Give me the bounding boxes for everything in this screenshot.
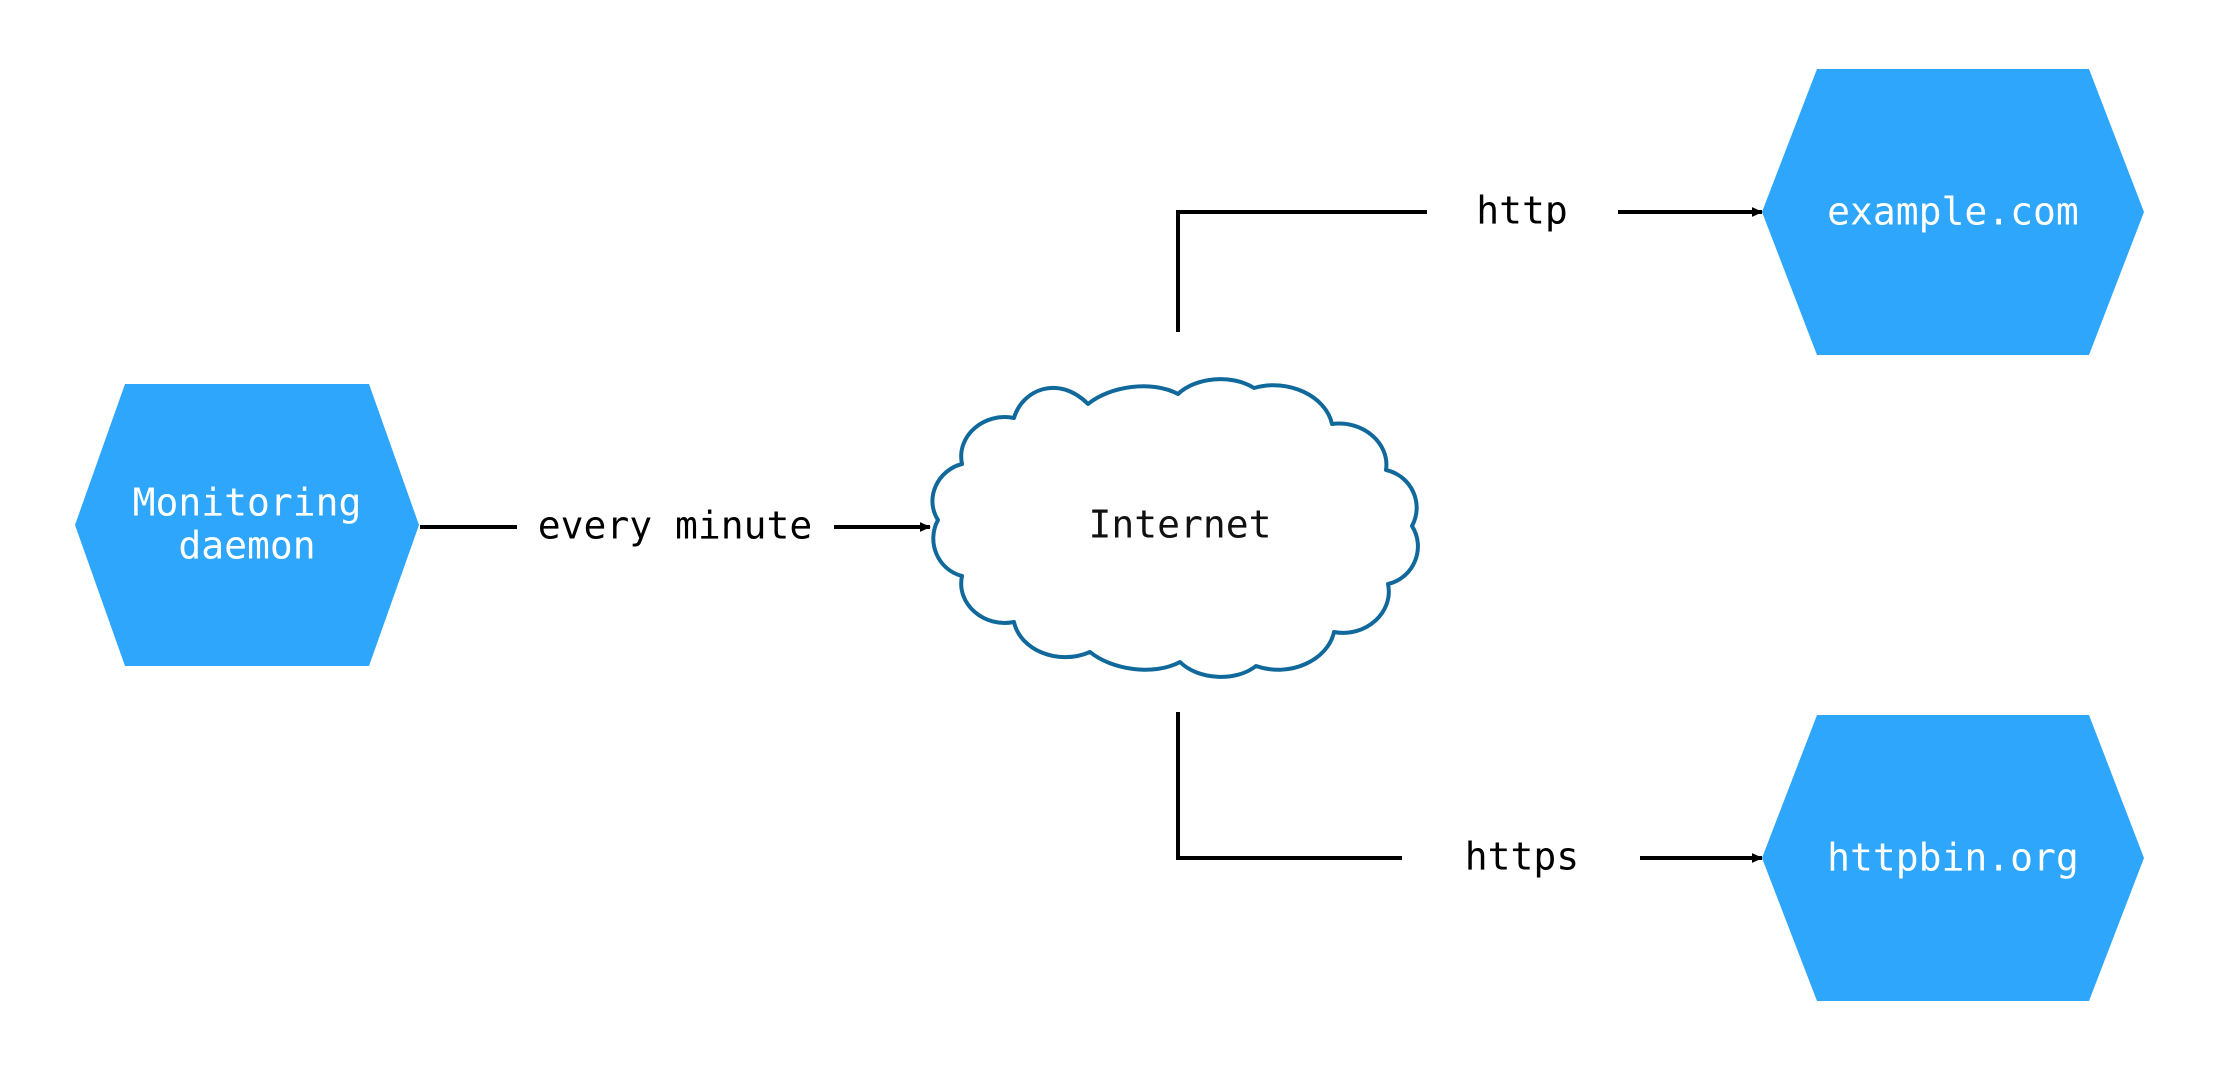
hexagon-shape-monitoring-daemon[interactable]	[75, 384, 419, 666]
node-example-com[interactable]: example.com	[1762, 69, 2144, 355]
edge-daemon-to-internet: every minute	[420, 504, 931, 548]
edge-internet-to-example: http	[1176, 189, 1763, 332]
node-label-internet: Internet	[1088, 503, 1271, 547]
edge-elbow-down	[1176, 712, 1402, 860]
hexagon-shape-example-com[interactable]	[1762, 69, 2144, 355]
node-internet[interactable]: Internet	[930, 377, 1420, 679]
node-httpbin-org[interactable]: httpbin.org	[1762, 715, 2144, 1001]
edge-internet-to-httpbin: https	[1176, 712, 1763, 879]
node-label-monitoring-line2: daemon	[178, 524, 315, 568]
hexagon-shape-httpbin-org[interactable]	[1762, 715, 2144, 1001]
edge-label-http: http	[1476, 189, 1568, 233]
node-label-httpbin-org: httpbin.org	[1827, 836, 2079, 880]
edge-label-every-minute: every minute	[538, 504, 813, 548]
edge-elbow-up	[1176, 210, 1427, 332]
edge-label-https: https	[1465, 835, 1579, 879]
cloud-shape-internet[interactable]	[930, 377, 1420, 679]
node-monitoring-daemon[interactable]: Monitoring daemon	[75, 384, 419, 666]
node-label-monitoring-line1: Monitoring	[133, 481, 362, 525]
node-label-example-com: example.com	[1827, 190, 2079, 234]
